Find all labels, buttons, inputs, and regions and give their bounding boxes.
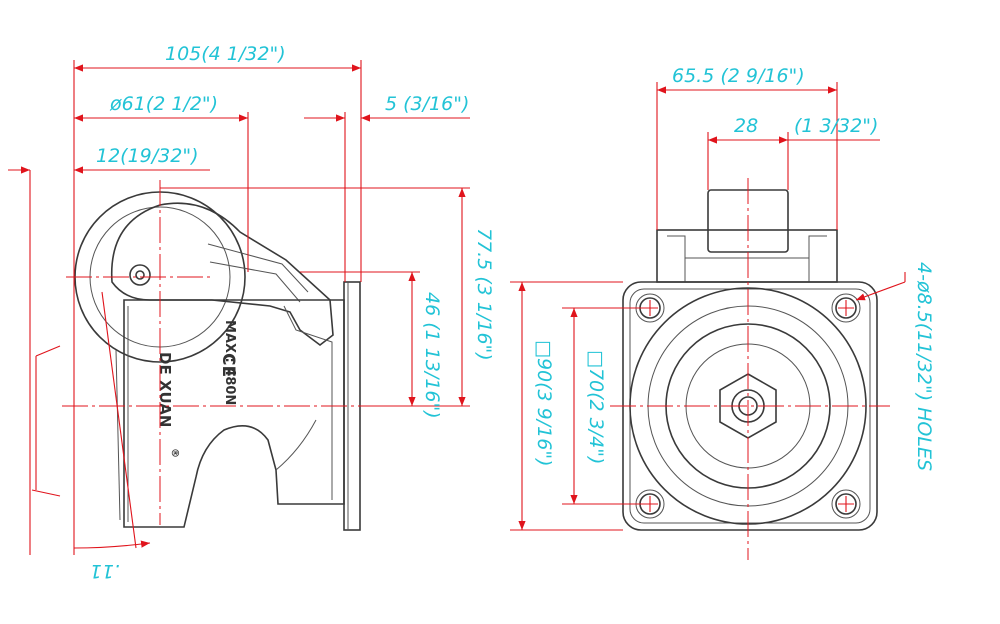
caster-arm	[110, 202, 334, 347]
dim-stem-width: 28	[734, 115, 758, 137]
arm-ridge	[207, 243, 309, 303]
dim-plate-thickness: 5 (3/16")	[385, 93, 469, 115]
registered-mark: ®	[169, 448, 180, 458]
dim-bracket-width: 65.5 (2 9/16")	[672, 65, 805, 87]
dim-offset: 12(19/32")	[96, 145, 199, 167]
dim-overall-height: 77.5 (3 1/16")	[473, 228, 495, 361]
side-view: MAX : 480N DE XUAN CE ® 105(4 1/32") ø61…	[8, 43, 495, 582]
axle-outer	[129, 264, 151, 286]
front-view: 65.5 (2 9/16") 28 (1 3/32") □90(3 9/16")…	[510, 65, 935, 560]
load-rating-text: MAX : 480N	[222, 320, 237, 405]
body-flange-edge	[115, 349, 121, 521]
dim-plate-center-height: 46 (1 13/16")	[421, 292, 443, 419]
dim-wheel-diameter: ø61(2 1/2")	[109, 93, 218, 115]
dim-holes: 4-ø8.5(11/32") HOLES	[913, 262, 935, 471]
dim-bottom-partial: .11	[90, 560, 120, 582]
caster-body	[123, 299, 345, 528]
dim-stem-width-inch: (1 3/32")	[794, 115, 878, 137]
bracket-top	[656, 229, 838, 283]
brand-text: DE XUAN	[156, 352, 174, 427]
dim-hole-spacing: □70(2 3/4")	[585, 350, 607, 464]
axle-inner	[135, 270, 145, 280]
ce-mark: CE	[218, 353, 238, 377]
dim-overall-length: 105(4 1/32")	[165, 43, 286, 65]
dim-plate-size: □90(3 9/16")	[533, 340, 555, 467]
